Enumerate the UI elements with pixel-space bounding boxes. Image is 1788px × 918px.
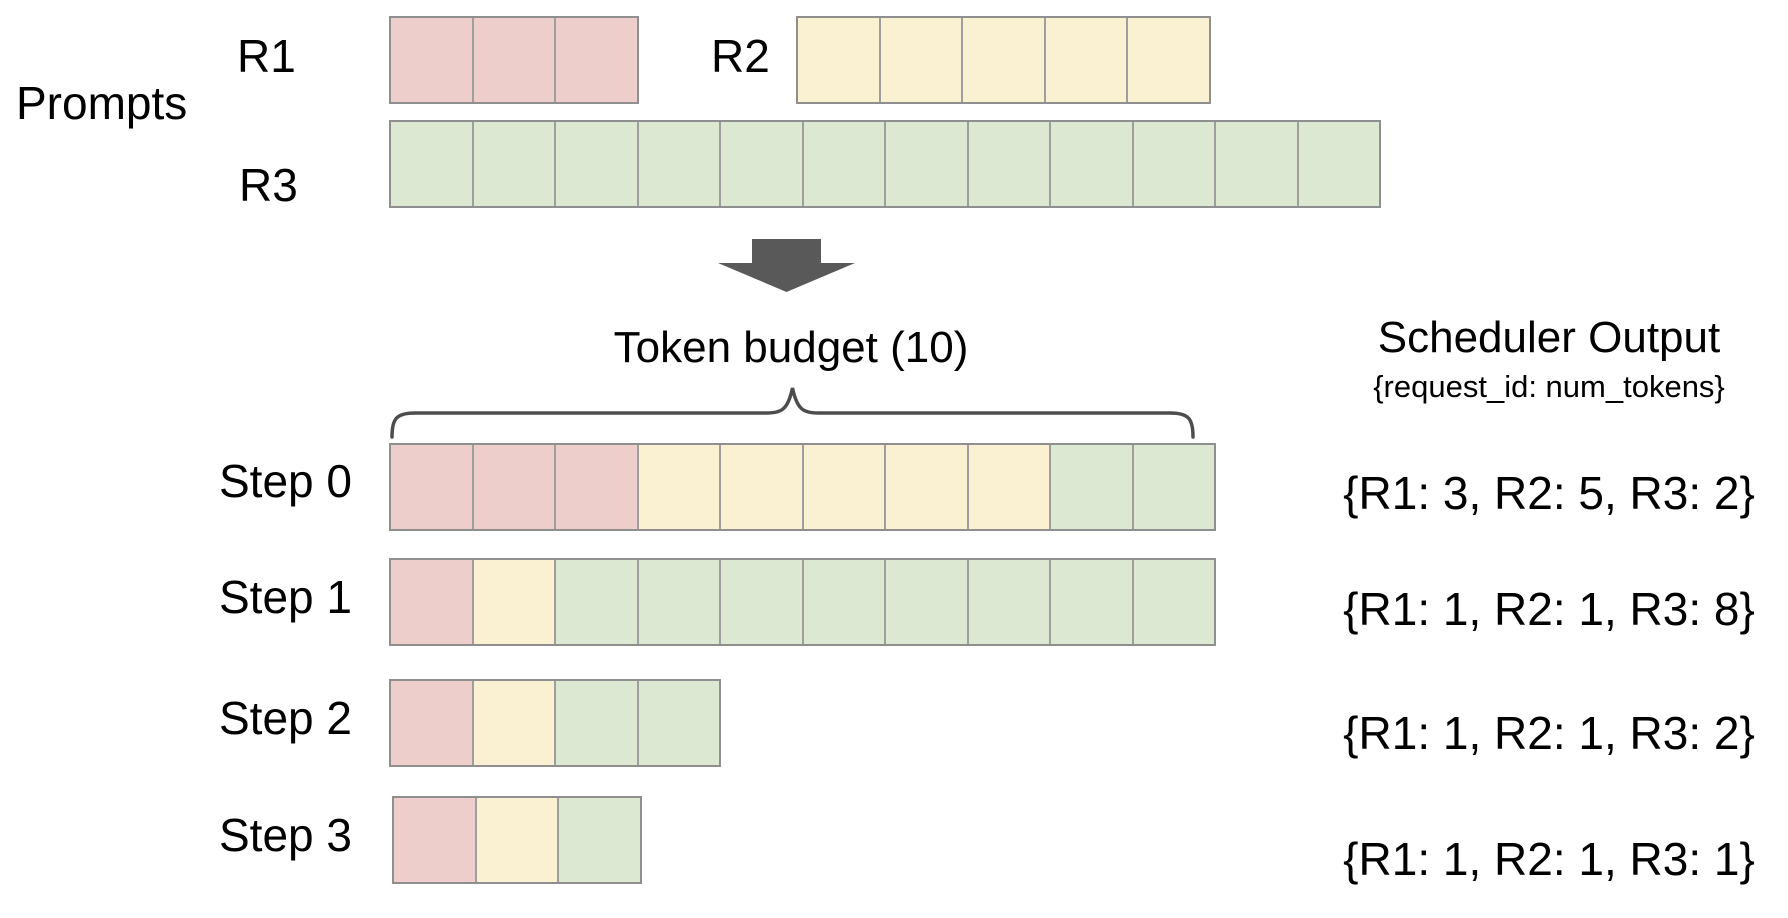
step-1-label: Step 1 — [219, 571, 352, 623]
token-cell-r2 — [476, 798, 559, 882]
token-cell-r3 — [391, 122, 474, 206]
prompt-row-r1 — [389, 16, 639, 104]
token-cell-r3 — [1133, 560, 1214, 644]
token-cell-r3 — [1051, 560, 1134, 644]
step-0-output: {R1: 3, R2: 5, R3: 2} — [1343, 467, 1755, 519]
token-cell-r2 — [473, 560, 556, 644]
step-0-row — [389, 443, 1216, 531]
step-0-label: Step 0 — [219, 455, 352, 507]
token-cell-r1 — [556, 18, 637, 102]
token-cell-r3 — [1133, 122, 1216, 206]
step-2-row — [389, 679, 721, 767]
prompt-row-label-r2: R2 — [711, 30, 770, 82]
prompt-row-label-r3: R3 — [239, 159, 298, 211]
token-cell-r2 — [798, 18, 881, 102]
token-cell-r3 — [803, 560, 886, 644]
step-1-row — [389, 558, 1216, 646]
token-cell-r2 — [721, 445, 804, 529]
token-cell-r2 — [638, 445, 721, 529]
token-cell-r1 — [391, 18, 474, 102]
step-3-label: Step 3 — [219, 809, 352, 861]
scheduler-output-subtitle: {request_id: num_tokens} — [1373, 369, 1725, 404]
token-cell-r3 — [1051, 445, 1134, 529]
token-cell-r3 — [886, 560, 969, 644]
token-cell-r3 — [638, 122, 721, 206]
prompts-section-label: Prompts — [16, 77, 188, 129]
step-3-output: {R1: 1, R2: 1, R3: 1} — [1343, 833, 1755, 885]
step-2-label: Step 2 — [219, 692, 352, 744]
token-cell-r2 — [473, 681, 556, 765]
down-arrow-icon — [718, 239, 855, 292]
token-cell-r2 — [803, 445, 886, 529]
token-cell-r3 — [1298, 122, 1379, 206]
token-cell-r3 — [638, 560, 721, 644]
token-cell-r2 — [886, 445, 969, 529]
token-cell-r3 — [1051, 122, 1134, 206]
token-cell-r1 — [473, 445, 556, 529]
token-cell-r2 — [880, 18, 963, 102]
token-cell-r3 — [968, 560, 1051, 644]
token-cell-r1 — [391, 560, 474, 644]
token-cell-r3 — [473, 122, 556, 206]
token-cell-r3 — [803, 122, 886, 206]
token-cell-r1 — [391, 681, 474, 765]
token-cell-r1 — [556, 445, 639, 529]
token-cell-r3 — [721, 122, 804, 206]
token-cell-r3 — [1216, 122, 1299, 206]
token-cell-r1 — [394, 798, 477, 882]
scheduler-output-title: Scheduler Output — [1377, 313, 1721, 362]
token-cell-r3 — [1133, 445, 1214, 529]
token-budget-brace — [390, 387, 1195, 439]
token-cell-r1 — [473, 18, 556, 102]
prompt-row-r2 — [796, 16, 1211, 104]
token-cell-r3 — [556, 560, 639, 644]
token-cell-r3 — [556, 681, 639, 765]
token-budget-label: Token budget (10) — [613, 323, 969, 372]
token-cell-r3 — [968, 122, 1051, 206]
token-cell-r3 — [559, 798, 640, 882]
step-1-output: {R1: 1, R2: 1, R3: 8} — [1343, 583, 1755, 635]
token-cell-r1 — [391, 445, 474, 529]
token-cell-r2 — [968, 445, 1051, 529]
token-cell-r3 — [556, 122, 639, 206]
prompt-row-label-r1: R1 — [237, 30, 296, 82]
token-cell-r2 — [1128, 18, 1209, 102]
token-cell-r3 — [886, 122, 969, 206]
step-3-row — [392, 796, 642, 884]
token-cell-r2 — [1045, 18, 1128, 102]
step-2-output: {R1: 1, R2: 1, R3: 2} — [1343, 707, 1755, 759]
token-cell-r2 — [963, 18, 1046, 102]
token-cell-r3 — [721, 560, 804, 644]
token-cell-r3 — [638, 681, 719, 765]
prompt-row-r3 — [389, 120, 1381, 208]
